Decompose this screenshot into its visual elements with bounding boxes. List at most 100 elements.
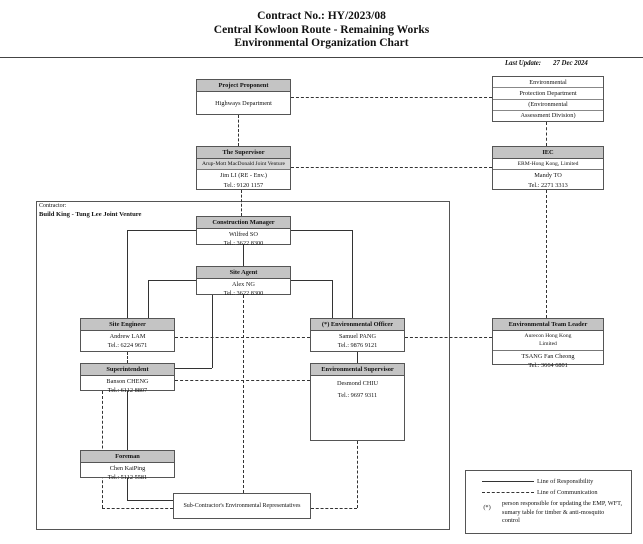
connector-cm-eo: [352, 230, 353, 318]
node-title: Project Proponent: [197, 80, 290, 93]
connector-superintendent-down: [102, 391, 103, 508]
node-construction-manager: Construction Manager Wilfred SO Tel.: 36…: [196, 216, 291, 248]
contractor-label: Contractor: Build King - Tung Lee Joint …: [39, 203, 141, 219]
connector-foreman-subcontractor: [127, 500, 173, 501]
node-org-line1: Aurecon Hong Kong: [524, 333, 572, 340]
node-title: (*) Environmental Officer: [311, 319, 404, 332]
connector-iec-etl: [546, 190, 547, 318]
epd-line-2: Protection Department: [493, 88, 603, 100]
node-person: Mandy TO: [534, 172, 562, 180]
node-org: ERM-Hong Kong, Limited: [493, 159, 603, 171]
node-tel: Tel.: 6224 9671: [107, 342, 148, 350]
node-person: Jim LI (RE - Env.): [220, 172, 267, 180]
node-title: Foreman: [81, 451, 174, 464]
dashed-line-swatch: [482, 492, 534, 494]
node-title: Site Agent: [197, 267, 290, 280]
node-environmental-officer: (*) Environmental Officer Samuel PANG Te…: [310, 318, 405, 352]
epd-line-3: (Environmental: [493, 100, 603, 111]
legend: Line of Responsibility Line of Communica…: [465, 470, 632, 534]
connector-superintendent-es: [175, 380, 310, 381]
connector-cm-right: [291, 230, 352, 231]
node-tel: Tel.: 2271 3313: [528, 181, 568, 189]
node-tel: Tel.: 3622 8300: [223, 240, 264, 248]
connector-pp-supervisor: [238, 115, 239, 146]
connector-sa-se: [148, 280, 149, 318]
asterisk-symbol: (*): [483, 504, 491, 512]
node-org: Arup-Mott MacDonald Joint Venture: [197, 159, 290, 171]
node-org-line2: Limited: [539, 341, 557, 348]
node-person: Samuel PANG: [338, 333, 377, 341]
legend-responsibility-label: Line of Responsibility: [537, 478, 594, 486]
legend-asterisk-row: (*) person responsible for updating the …: [472, 500, 625, 526]
node-org: Aurecon Hong Kong Limited: [493, 331, 603, 351]
connector-supervisor-cm: [241, 190, 242, 216]
connector-superintendent-foreman: [127, 391, 128, 450]
node-title: The Supervisor: [197, 147, 290, 160]
asterisk-note: person responsible for updating the EMP,…: [502, 500, 623, 525]
connector-sa-superintendent: [175, 368, 212, 369]
node-title: Sub-Contractor's Environmental Represent…: [183, 502, 301, 509]
connector-se-superintendent: [127, 352, 128, 363]
connector-sa-subcontractor: [243, 295, 244, 493]
connector-supervisor-iec: [291, 167, 492, 168]
node-tel: Tel.: 3622 8300: [223, 290, 264, 298]
node-tel: Tel.: 3664 6801: [528, 361, 568, 369]
node-subcontractor-reps: Sub-Contractor's Environmental Represent…: [173, 493, 311, 519]
contractor-label-text: Contractor:: [39, 203, 67, 209]
connector-cm-sa: [243, 245, 244, 266]
node-title: Site Engineer: [81, 319, 174, 332]
legend-communication-row: Line of Communication: [472, 489, 625, 496]
node-title: Environmental Team Leader: [493, 319, 603, 332]
node-project-proponent: Project Proponent Highways Department: [196, 79, 291, 115]
epd-line-4: Assessment Division): [520, 112, 576, 120]
legend-communication-label: Line of Communication: [537, 489, 598, 497]
node-tel: Tel.: 5112 5581: [107, 474, 148, 482]
node-superintendent: Superintendent Banson CHENG Tel.: 6112 8…: [80, 363, 175, 394]
node-person: Wilfred SO: [229, 231, 258, 239]
connector-sa-down: [212, 295, 213, 368]
node-title: Construction Manager: [197, 217, 290, 230]
node-site-agent: Site Agent Alex NG Tel.: 3622 8300: [196, 266, 291, 298]
connector-sa-eo: [332, 280, 333, 318]
node-title: Environmental Supervisor: [311, 364, 404, 377]
contractor-name: Build King - Tung Lee Joint Venture: [39, 210, 142, 218]
node-environmental-team-leader: Environmental Team Leader Aurecon Hong K…: [492, 318, 604, 369]
title-project-name: Central Kowloon Route - Remaining Works: [213, 23, 430, 36]
node-tel: Tel.: 6112 8807: [107, 387, 148, 395]
node-site-engineer: Site Engineer Andrew LAM Tel.: 6224 9671: [80, 318, 175, 352]
node-tel: Tel.: 9120 1157: [223, 181, 264, 189]
connector-cm-left: [127, 230, 196, 231]
title-divider: [0, 57, 643, 58]
connector-eo-etl: [405, 337, 492, 338]
title-chart-name: Environmental Organization Chart: [234, 37, 409, 49]
connector-es-down: [357, 441, 358, 508]
node-person: Chen KaiPing: [109, 465, 146, 473]
contractor-container: Contractor: Build King - Tung Lee Joint …: [36, 201, 450, 530]
node-person: TSANG Fan Cheong: [521, 352, 575, 360]
node-foreman: Foreman Chen KaiPing Tel.: 5112 5581: [80, 450, 175, 481]
node-person: Desmond CHIU: [336, 380, 379, 388]
node-title: IEC: [493, 147, 603, 160]
node-environmental-supervisor: Environmental Supervisor Desmond CHIU Te…: [310, 363, 405, 441]
connector-epd-iec: [546, 122, 547, 146]
node-tel: Tel.: 9876 9121: [337, 342, 378, 350]
node-iec: IEC ERM-Hong Kong, Limited Mandy TO Tel.…: [492, 146, 604, 190]
connector-right-subcontractor: [311, 508, 357, 509]
solid-line-swatch: [482, 481, 534, 483]
node-tel: Tel.: 9697 9311: [337, 392, 378, 400]
last-update: Last Update: 27 Dec 2024: [505, 60, 635, 67]
epd-line-1: Environmental: [493, 77, 603, 89]
last-update-label: Last Update:: [505, 60, 542, 67]
last-update-value: 27 Dec 2024: [553, 60, 588, 67]
connector-cm-se: [127, 230, 128, 318]
node-person: Banson CHENG: [106, 378, 149, 386]
legend-responsibility-row: Line of Responsibility: [472, 478, 625, 485]
node-org: Highways Department: [215, 99, 272, 107]
node-supervisor: The Supervisor Arup-Mott MacDonald Joint…: [196, 146, 291, 190]
connector-left-subcontractor: [102, 508, 173, 509]
connector-sa-right: [291, 280, 332, 281]
title-contract-no: Contract No.: HY/2023/08: [257, 10, 386, 22]
connector-foreman-down: [127, 478, 128, 500]
connector-se-eo: [175, 337, 310, 338]
